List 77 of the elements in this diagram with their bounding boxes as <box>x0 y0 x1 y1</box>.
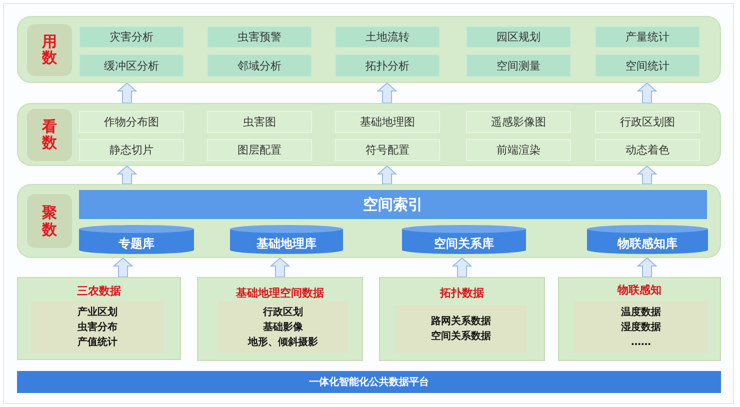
block-arrow <box>376 82 398 104</box>
item-label: 作物分布图 <box>104 114 159 130</box>
database-label: 基础地理库 <box>256 235 316 252</box>
list-item: 产业区划 <box>78 306 118 320</box>
panel-title: 拓扑数据 <box>440 286 484 300</box>
item-label: 土地流转 <box>366 30 410 44</box>
list-item: …… <box>631 336 651 350</box>
index-bar <box>79 190 707 219</box>
analysis-tile <box>207 26 312 48</box>
layer-title: 看数 <box>42 118 57 151</box>
item-label: 空间测量 <box>496 58 540 73</box>
item-label: 动态着色 <box>626 142 670 158</box>
block-arrow <box>116 165 138 184</box>
analysis-tile <box>79 26 184 48</box>
list-item: 湿度数据 <box>621 320 661 334</box>
platform-bar <box>17 371 721 393</box>
item-label: 拓扑分析 <box>366 58 410 73</box>
bar-title: 空间索引 <box>363 195 423 214</box>
list-item: 地形、倾斜摄影 <box>248 336 318 350</box>
analysis-tile <box>466 26 571 48</box>
list-item: 行政区划 <box>263 306 303 320</box>
layer-title: 用数 <box>42 33 57 66</box>
item-label: 符号配置 <box>366 142 410 158</box>
database-cylinder <box>230 225 343 254</box>
block-arrow <box>636 165 658 184</box>
analysis-tile <box>595 26 700 48</box>
block-arrow <box>452 257 472 278</box>
layer-band <box>17 16 721 83</box>
layer-band <box>17 184 721 258</box>
source-panel <box>17 277 181 360</box>
layer-band <box>17 103 721 166</box>
item-label: 空间统计 <box>626 58 670 73</box>
database-cylinder <box>402 225 526 254</box>
item-label: 产量统计 <box>626 30 670 44</box>
item-label: 灾害分析 <box>110 30 154 44</box>
database-label: 物联感知库 <box>618 235 678 252</box>
item-label: 行政区划图 <box>620 114 675 130</box>
list-item: 路网关系数据 <box>431 314 491 329</box>
layer-title: 聚数 <box>42 204 57 238</box>
analysis-tile <box>466 54 571 77</box>
item-label: 图层配置 <box>238 142 282 158</box>
analysis-tile <box>335 26 440 48</box>
block-arrow <box>376 165 398 184</box>
list-item: 虫害分布 <box>78 320 118 334</box>
panel-title: 三农数据 <box>77 284 121 298</box>
block-arrow <box>636 257 658 278</box>
item-label: 虫害图 <box>243 114 276 130</box>
database-cylinder <box>79 225 194 254</box>
list-item: 基础影像 <box>263 320 303 334</box>
analysis-tile <box>207 54 312 77</box>
database-label: 专题库 <box>118 235 154 252</box>
item-label: 园区规划 <box>496 30 540 44</box>
block-arrow <box>116 82 138 104</box>
list-item: 温度数据 <box>621 305 661 320</box>
item-label: 基础地理图 <box>360 114 415 130</box>
list-item: 空间关系数据 <box>431 330 491 344</box>
item-label: 静态切片 <box>110 142 154 158</box>
panel-title: 基础地理空间数据 <box>236 286 324 300</box>
database-label: 空间关系库 <box>434 235 494 252</box>
source-panel <box>379 277 545 361</box>
item-label: 前端渲染 <box>496 142 540 158</box>
analysis-tile <box>595 54 700 77</box>
item-label: 虫害预警 <box>238 30 282 44</box>
analysis-tile <box>335 54 440 77</box>
block-arrow <box>270 257 290 278</box>
source-panel <box>197 277 363 361</box>
block-arrow <box>112 257 134 278</box>
item-label: 缓冲区分析 <box>104 58 159 73</box>
block-arrow <box>636 82 658 104</box>
source-panel <box>558 277 721 361</box>
panel-title: 物联感知 <box>618 282 662 298</box>
list-item: 产值统计 <box>78 336 118 350</box>
analysis-tile <box>79 54 184 77</box>
bar-title: 一体化智能化公共数据平台 <box>309 376 429 389</box>
item-label: 遥感影像图 <box>491 114 546 130</box>
database-cylinder <box>587 225 708 254</box>
item-label: 邻域分析 <box>238 58 282 73</box>
